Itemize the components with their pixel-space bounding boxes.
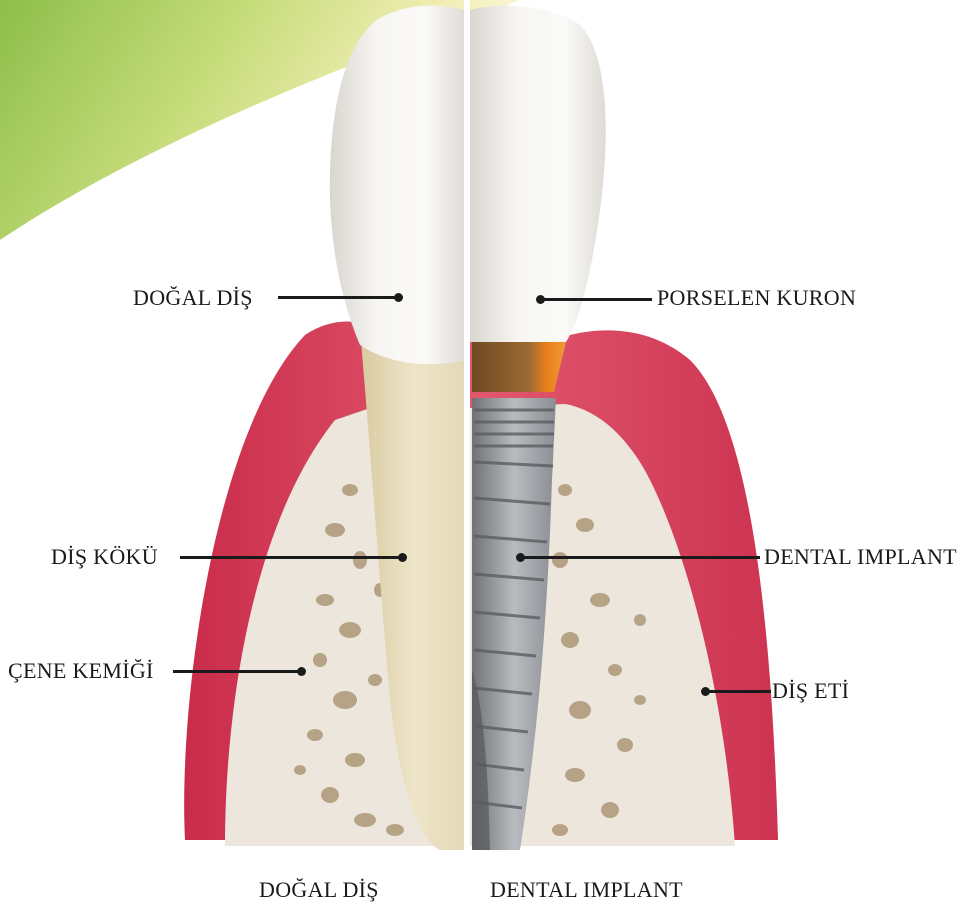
caption-dental-implant: DENTAL IMPLANT — [490, 878, 683, 902]
label-gum: DİŞ ETİ — [772, 679, 849, 703]
center-divider — [464, 0, 470, 860]
callout-dot-porcelain-crown — [536, 295, 545, 304]
callout-line-gum — [705, 690, 771, 693]
label-porcelain-crown: PORSELEN KURON — [657, 286, 856, 310]
callout-dot-jaw-bone — [297, 667, 306, 676]
callout-line-natural-tooth — [278, 296, 398, 299]
label-natural-tooth: DOĞAL DİŞ — [133, 286, 253, 310]
callout-line-porcelain-crown — [540, 298, 652, 301]
label-jaw-bone: ÇENE KEMİĞİ — [8, 659, 154, 683]
label-dental-implant: DENTAL IMPLANT — [764, 545, 957, 569]
callout-line-jaw-bone — [173, 670, 301, 673]
callout-dot-natural-tooth — [394, 293, 403, 302]
implant-abutment — [472, 342, 566, 392]
label-tooth-root: DİŞ KÖKÜ — [51, 545, 158, 569]
callout-line-dental-implant — [520, 556, 760, 559]
caption-natural-tooth: DOĞAL DİŞ — [259, 878, 379, 902]
porcelain-crown — [470, 6, 606, 342]
natural-tooth-crown — [330, 6, 466, 365]
callout-dot-gum — [701, 687, 710, 696]
callout-dot-tooth-root — [398, 553, 407, 562]
callout-dot-dental-implant — [516, 553, 525, 562]
callout-line-tooth-root — [180, 556, 402, 559]
